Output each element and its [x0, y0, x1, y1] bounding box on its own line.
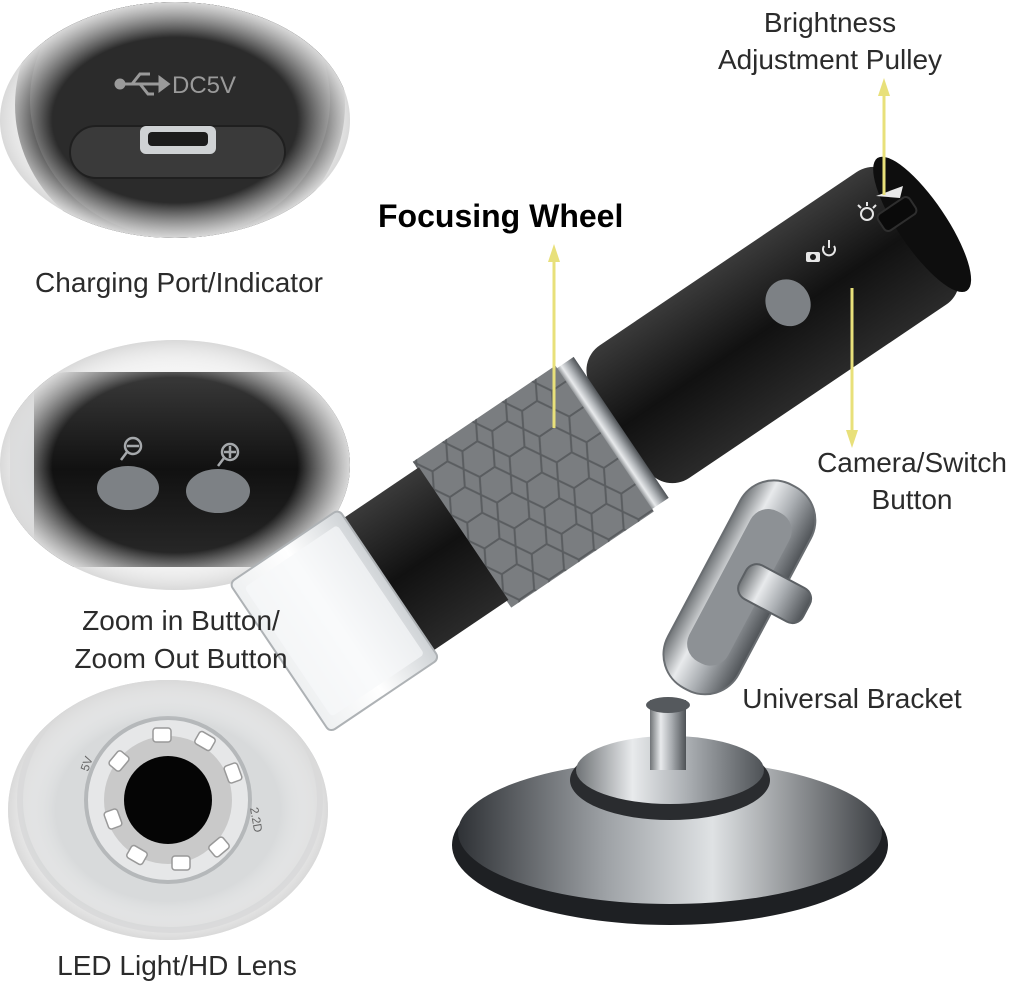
- brightness-label-line1: Brightness: [763, 7, 897, 38]
- lens-mark-5v: 5V: [78, 754, 96, 773]
- dc5v-label: DC5V: [172, 72, 237, 99]
- zoom-label-line1: Zoom in Button/: [82, 605, 280, 636]
- usb-icon: [114, 72, 171, 96]
- universal-bracket-label: Universal Bracket: [742, 683, 962, 714]
- zoom-in-icon: [217, 442, 240, 467]
- camera-power-icon: [806, 240, 836, 262]
- camera-switch-button: [765, 279, 811, 327]
- led-ring: [103, 727, 243, 871]
- focusing-wheel-label: Focusing Wheel: [378, 198, 624, 234]
- zoom-label-line2: Zoom Out Button: [74, 643, 288, 674]
- lens-mark-version: 2.2D: [247, 806, 265, 834]
- camera-switch-label-line2: Button: [871, 484, 953, 515]
- led-lens-closeup: [8, 680, 328, 940]
- camera-switch-label-line1: Camera/Switch: [817, 447, 1007, 478]
- charging-port-label: Charging Port/Indicator: [35, 267, 323, 298]
- charging-port-closeup: [0, 2, 350, 238]
- brightness-label-line2: Adjustment Pulley: [717, 44, 943, 75]
- led-lens-label: LED Light/HD Lens: [57, 950, 297, 981]
- microscope: [230, 156, 972, 925]
- zoom-buttons-closeup: [0, 340, 350, 590]
- zoom-out-icon: [120, 436, 143, 461]
- brightness-icon: [857, 202, 877, 221]
- callout-arrows: [548, 78, 890, 448]
- universal-bracket: [662, 479, 817, 696]
